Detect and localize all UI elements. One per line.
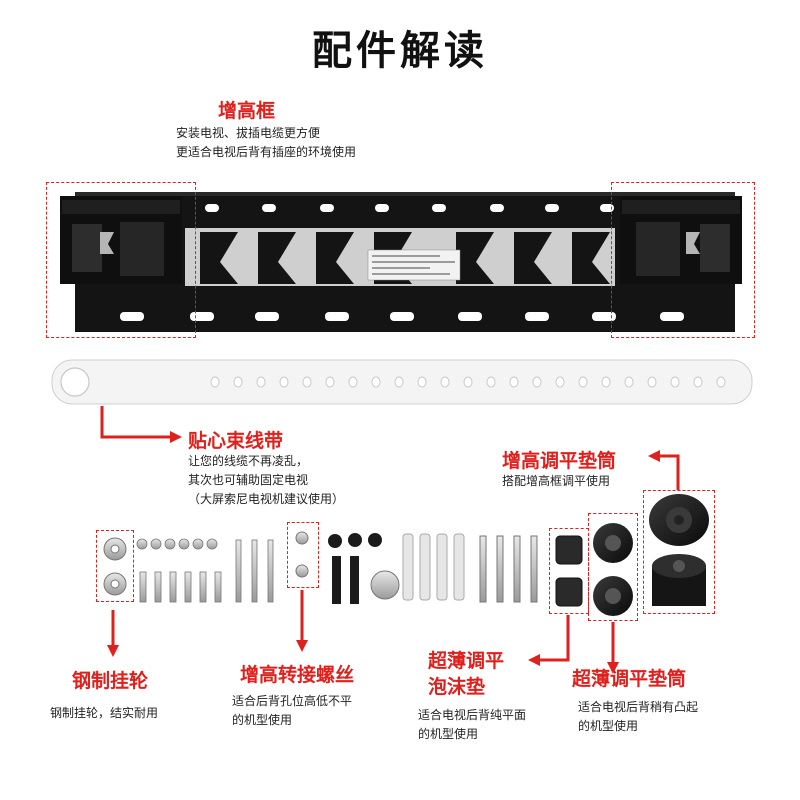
foam-pad-desc: 适合电视后背纯平面 的机型使用 (418, 706, 526, 744)
wood-screws (479, 535, 538, 603)
steel-washers (103, 537, 127, 596)
foam-pad-highlight (549, 528, 589, 614)
leveling-tube-highlight (643, 490, 715, 614)
thin-tube-highlight (588, 513, 638, 621)
black-caps (328, 533, 382, 604)
leveling-tube-title: 增高调平垫筒 (502, 450, 617, 472)
foam-pads (555, 535, 583, 607)
steel-hook-desc: 钢制挂轮，结实耐用 (50, 706, 159, 720)
large-washer (370, 570, 400, 600)
foam-pad-title-line-1: 超薄调平 (428, 650, 505, 672)
riser-frame-desc-line-1: 安装电视、拔插电缆更方便 (176, 126, 321, 140)
steel-washer-highlight (96, 530, 134, 602)
cable-tie-strap (51, 359, 753, 405)
adapter-screw-highlight (287, 522, 319, 588)
bolt-set (136, 538, 274, 603)
thin-tube-title: 超薄调平垫筒 (572, 668, 687, 690)
adapter-screw-desc-line-2: 的机型使用 (232, 713, 293, 727)
riser-frame-right-highlight (611, 182, 755, 338)
annotation-lines (100, 406, 680, 662)
adapter-screw-desc-line-1: 适合后背孔位高低不平 (232, 694, 353, 708)
riser-frame-desc-line-2: 更适合电视后背有插座的环境使用 (176, 145, 357, 159)
annotation-arrowheads (107, 431, 660, 674)
cable-tie-desc-line-2: 其次也可辅助固定电视 (188, 473, 309, 487)
leveling-tubes (649, 494, 709, 606)
steel-hook-title: 钢制挂轮 (72, 670, 149, 692)
page-title: 配件解读 (312, 28, 488, 74)
foam-pad-desc-line-2: 的机型使用 (418, 727, 479, 741)
thin-tube-desc-line-2: 的机型使用 (578, 719, 639, 733)
riser-frame-title: 增高框 (218, 100, 276, 122)
cable-tie-title: 贴心束线带 (188, 430, 284, 452)
riser-frame-desc: 安装电视、拔插电缆更方便 更适合电视后背有插座的环境使用 (176, 124, 356, 162)
cable-tie-desc: 让您的线缆不再凌乱， 其次也可辅助固定电视 （大屏索尼电视机建议使用） (188, 452, 344, 509)
adapter-screw-desc: 适合后背孔位高低不平 的机型使用 (232, 692, 352, 730)
cable-tie-desc-line-1: 让您的线缆不再凌乱， (188, 454, 309, 468)
foam-pad-desc-line-1: 适合电视后背纯平面 (418, 708, 527, 722)
cable-tie-desc-line-3: （大屏索尼电视机建议使用） (188, 492, 345, 506)
wall-bracket (60, 192, 742, 332)
thin-tube-desc-line-1: 适合电视后背稍有凸起 (578, 700, 699, 714)
adapter-nuts (295, 531, 309, 578)
foam-pad-title-line-2: 泡沫垫 (428, 676, 486, 698)
leveling-tube-desc: 搭配增高框调平使用 (502, 474, 611, 488)
adapter-screw-title: 增高转接螺丝 (240, 664, 355, 686)
thin-tube-desc: 适合电视后背稍有凸起 的机型使用 (578, 698, 698, 736)
riser-frame-left-highlight (46, 182, 196, 338)
wall-anchors (402, 533, 465, 601)
foam-pad-title: 超薄调平 泡沫垫 (428, 648, 504, 700)
thin-leveling-tubes (593, 523, 633, 616)
